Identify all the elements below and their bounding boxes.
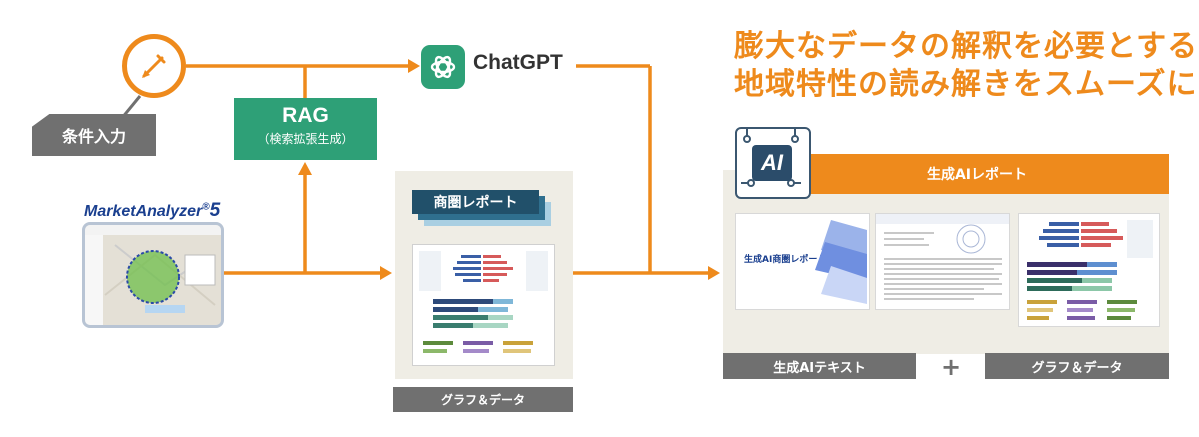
pen-icon (122, 34, 186, 98)
ai-text-caption: 生成AIテキスト (723, 353, 916, 379)
condition-input-label: 条件入力 (32, 114, 156, 156)
ai-chip-icon: AI (752, 145, 792, 181)
market-analyzer-logo: MarketAnalyzer®5 (84, 200, 221, 221)
trade-area-report-title: 商圏レポート (412, 190, 539, 214)
ai-report-graph-thumbnail (1018, 213, 1160, 327)
headline: 膨大なデータの解釈を必要とする 地域特性の読み解きをスムーズに (734, 28, 1198, 104)
chatgpt-label: ChatGPT (473, 51, 563, 74)
trade-area-report-thumbnail (412, 244, 555, 366)
headline-line1: 膨大なデータの解釈を必要とする (734, 29, 1199, 64)
rag-title: RAG (282, 104, 329, 127)
trade-area-graph-data-caption: グラフ＆データ (393, 387, 573, 412)
rag-box: RAG （検索拡張生成） (234, 98, 377, 160)
rag-subtitle: （検索拡張生成） (257, 132, 354, 146)
market-analyzer-name: MarketAnalyzer (84, 203, 203, 220)
chatgpt-logo-icon (421, 45, 465, 89)
market-analyzer-screenshot (82, 222, 224, 328)
ai-graph-data-caption: グラフ＆データ (985, 353, 1169, 379)
headline-line2: 地域特性の読み解きをスムーズに (734, 67, 1198, 102)
ai-report-title: 生成AIレポート (785, 154, 1169, 194)
market-analyzer-version: 5 (209, 200, 221, 221)
ai-report-text-thumbnail (875, 213, 1010, 310)
ai-report-cover-thumbnail: 生成AI商圏レポート (735, 213, 870, 310)
ai-report-cover-title: 生成AI商圏レポート (744, 255, 827, 265)
plus-sign: + (941, 353, 962, 381)
